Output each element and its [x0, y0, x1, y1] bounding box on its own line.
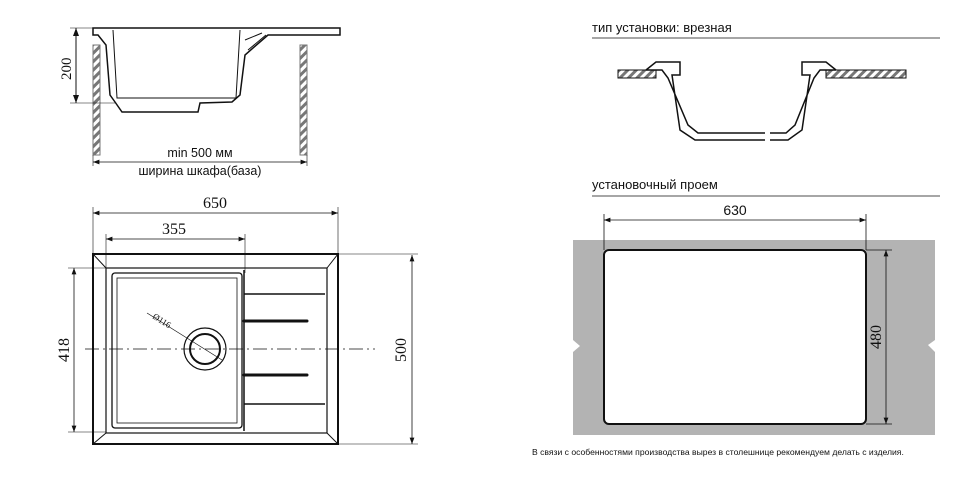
- cutout-label: установочный проем: [592, 177, 718, 192]
- footnote: В связи с особенностями производства выр…: [532, 447, 904, 457]
- bowl: [111, 272, 243, 429]
- side-height-dim: 200: [59, 58, 75, 81]
- install-type-label: тип установки: врезная: [592, 20, 732, 35]
- cabinet-wall-right: [299, 44, 308, 156]
- cutout-opening: [603, 249, 867, 425]
- cabinet-width-label: ширина шкафа(база): [139, 164, 262, 178]
- cutout-depth-dim: 480: [868, 325, 885, 349]
- bowl-depth-dim: 418: [56, 338, 73, 362]
- cutout-width-dim: 630: [723, 202, 747, 218]
- side-view: [70, 27, 341, 166]
- depth-dim: 500: [393, 338, 410, 362]
- cabinet-wall-left: [92, 44, 101, 156]
- top-view: [68, 207, 418, 445]
- sink-profile: [92, 27, 341, 113]
- bowl-width-dim: 355: [162, 221, 186, 238]
- width-dim: 650: [203, 195, 227, 212]
- min-width-label: min 500 мм: [167, 146, 232, 160]
- install-profile: [617, 61, 907, 141]
